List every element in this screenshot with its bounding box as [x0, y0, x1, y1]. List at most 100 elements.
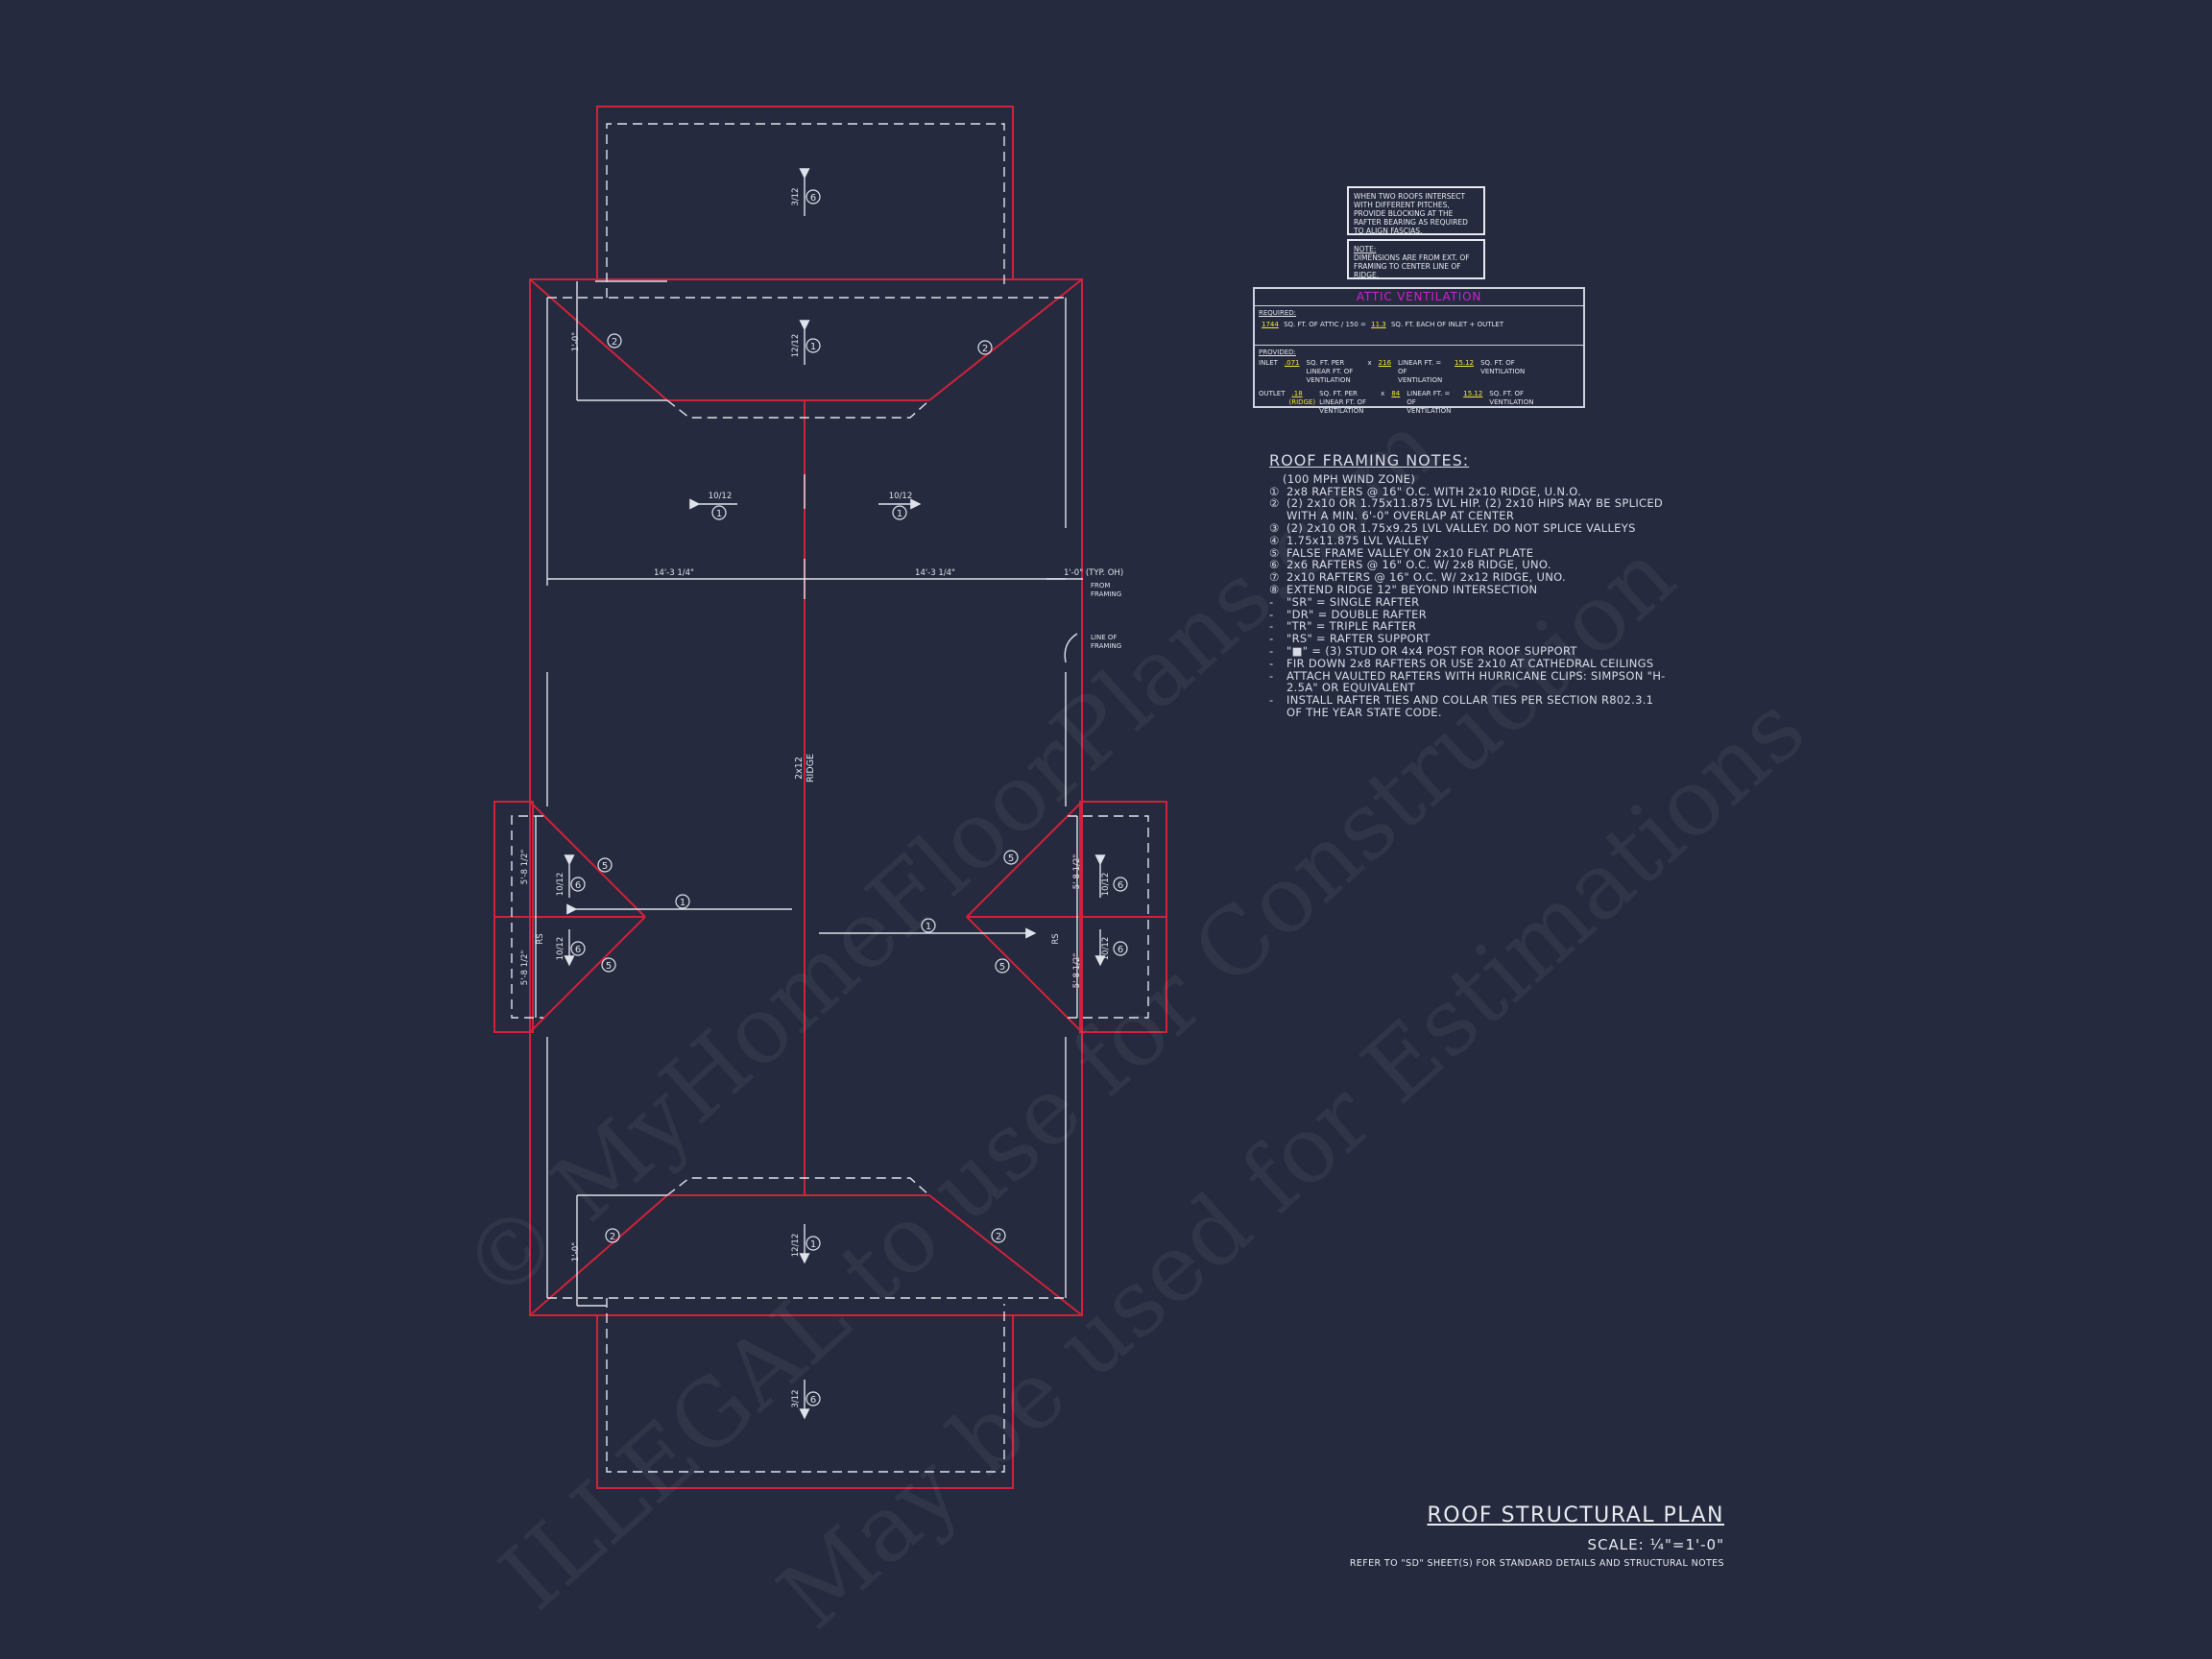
dim-wing-right-upper: 5'-8 1/2"	[1072, 854, 1082, 890]
pitch-bottom-hip: 12/12	[791, 1234, 801, 1258]
tag-6-top-porch: 6	[810, 193, 816, 204]
vent-inlet-row: INLET .071 SQ. FT. PER LINEAR FT. OF VEN…	[1259, 359, 1579, 385]
framing-note-mark: -	[1269, 656, 1274, 670]
framing-note-item: -"RS" = RAFTER SUPPORT	[1269, 633, 1672, 645]
framing-note-mark: -	[1269, 643, 1274, 658]
pitch-right-lower: 10/12	[1101, 937, 1111, 961]
tag-6-left-lower: 6	[575, 945, 581, 955]
line-of-framing-line2: FRAMING	[1091, 642, 1121, 650]
tag-2-bottom-right: 2	[996, 1232, 1001, 1242]
framing-note-text: 2x10 RAFTERS @ 16" O.C. W/ 2x12 RIDGE, U…	[1286, 570, 1566, 585]
vent-provided-label: PROVIDED:	[1259, 349, 1296, 356]
from-framing-line1: FROM	[1091, 582, 1110, 589]
outlet-value-1: .18	[1291, 390, 1303, 397]
outlet-ridge-label: (RIDGE)	[1288, 398, 1316, 406]
wind-zone-note: (100 MPH WIND ZONE)	[1283, 471, 1416, 486]
framing-note-item: -"DR" = DOUBLE RAFTER	[1269, 608, 1672, 621]
inlet-text-1: SQ. FT. PER LINEAR FT. OF VENTILATION	[1306, 359, 1354, 384]
intersect-callout: WHEN TWO ROOFS INTERSECT WITH DIFFERENT …	[1347, 186, 1485, 235]
dim-wing-left-upper: 5'-8 1/2"	[520, 850, 530, 885]
dimension-labels: 14'-3 1/4" 14'-3 1/4" 1'-0" (TYP. OH) FR…	[520, 332, 1123, 1262]
framing-note-text: (2) 2x10 OR 1.75x9.25 LVL VALLEY. DO NOT…	[1286, 520, 1636, 535]
framing-note-text: (2) 2x10 OR 1.75x11.875 LVL HIP. (2) 2x1…	[1286, 496, 1664, 523]
framing-note-text: EXTEND RIDGE 12" BEYOND INTERSECTION	[1286, 582, 1538, 596]
framing-note-item: -"SR" = SINGLE RAFTER	[1269, 594, 1672, 609]
dim-hip-top: 1'-0"	[571, 332, 581, 351]
tag-labels: 6 1 2 2 1 1 1 1 5 5 5 5 6 6 6 6 2 2 1 6	[575, 193, 1123, 1406]
framing-note-mark: -	[1269, 693, 1274, 708]
pitch-bottom-porch: 3/12	[791, 1389, 801, 1407]
tag-5-right-upper: 5	[1008, 854, 1014, 864]
roof-framing-notes: ROOF FRAMING NOTES: (100 MPH WIND ZONE) …	[1269, 453, 1672, 719]
tag-5-left-lower: 5	[606, 961, 612, 972]
rs-right: RS	[1051, 933, 1061, 944]
outlet-value-group: .18 (RIDGE)	[1289, 390, 1316, 416]
tag-6-left-upper: 6	[575, 880, 581, 891]
framing-note-mark: -	[1269, 668, 1274, 683]
ridge-label: RIDGE	[805, 754, 816, 782]
tag-6-right-upper: 6	[1118, 880, 1123, 891]
intersect-callout-text: WHEN TWO ROOFS INTERSECT WITH DIFFERENT …	[1354, 192, 1468, 235]
tag-5-left-upper: 5	[602, 861, 608, 872]
note-label: NOTE:	[1354, 245, 1377, 253]
required-vent-text: SQ. FT. EACH OF INLET + OUTLET	[1390, 321, 1504, 328]
sheet-scale: SCALE: ¼"=1'-0"	[1587, 1536, 1724, 1553]
framing-note-item: -INSTALL RAFTER TIES AND COLLAR TIES PER…	[1269, 694, 1672, 719]
dim-typ-oh: 1'-0" (TYP. OH)	[1064, 568, 1123, 578]
dim-hip-bottom: 1'-0"	[571, 1242, 581, 1262]
rs-left: RS	[536, 933, 545, 944]
note-text: DIMENSIONS ARE FROM EXT. OF FRAMING TO C…	[1354, 253, 1470, 279]
outlet-text-2: LINEAR FT. = OF VENTILATION	[1407, 390, 1452, 415]
vent-required-label: REQUIRED:	[1259, 309, 1297, 317]
framing-note-item: ⑦ 2x10 RAFTERS @ 16" O.C. W/ 2x12 RIDGE, …	[1269, 571, 1672, 584]
dimension-lines	[535, 280, 1083, 1307]
framing-note-mark: ⑦	[1269, 570, 1280, 585]
framing-note-item: ③(2) 2x10 OR 1.75x9.25 LVL VALLEY. DO NO…	[1269, 522, 1672, 535]
outlet-value-2: 84	[1391, 390, 1401, 397]
tag-1-top-hip: 1	[810, 342, 816, 352]
inlet-text-3: SQ. FT. OF VENTILATION	[1480, 359, 1526, 375]
dim-upper-left: 14'-3 1/4"	[654, 568, 694, 578]
vent-required-section: REQUIRED: 1744 SQ. FT. OF ATTIC / 150 = …	[1255, 306, 1583, 346]
framing-note-item: -FIR DOWN 2x8 RAFTERS OR USE 2x10 AT CAT…	[1269, 656, 1672, 670]
framing-note-mark: ⑧	[1269, 582, 1280, 596]
framing-note-mark: -	[1269, 619, 1274, 634]
tag-1-right-wing: 1	[926, 922, 931, 932]
tag-circles	[570, 189, 1128, 1407]
outlet-text-1: SQ. FT. PER LINEAR FT. OF VENTILATION	[1319, 390, 1366, 415]
pitch-left-lower: 10/12	[556, 937, 565, 961]
inlet-times: x	[1367, 359, 1372, 367]
attic-area-text: SQ. FT. OF ATTIC / 150 =	[1284, 321, 1366, 328]
framing-note-item: -"TR" = TRIPLE RAFTER	[1269, 620, 1672, 633]
dimensions-note-callout: NOTE: DIMENSIONS ARE FROM EXT. OF FRAMIN…	[1347, 239, 1485, 279]
framing-note-mark: ①	[1269, 484, 1280, 498]
pitch-main-right: 10/12	[889, 492, 913, 501]
attic-ventilation-table: ATTIC VENTILATION REQUIRED: 1744 SQ. FT.…	[1253, 287, 1585, 415]
dim-wing-left-lower: 5'-8 1/2"	[520, 950, 530, 986]
framing-note-item: ②(2) 2x10 OR 1.75x11.875 LVL HIP. (2) 2x…	[1269, 497, 1672, 522]
framing-note-text: ATTACH VAULTED RAFTERS WITH HURRICANE CL…	[1286, 668, 1666, 695]
tag-6-bottom-porch: 6	[810, 1395, 816, 1406]
framing-note-text: "SR" = SINGLE RAFTER	[1286, 594, 1420, 609]
tag-2-top-right: 2	[982, 344, 988, 354]
tag-2-bottom-left: 2	[610, 1232, 615, 1242]
framing-dashed-lines	[511, 123, 1149, 1473]
pitch-right-upper: 10/12	[1101, 873, 1111, 897]
inlet-value-1: .071	[1284, 359, 1300, 367]
outlet-times: x	[1381, 390, 1385, 397]
roof-outline	[493, 106, 1167, 1489]
tag-1-left-wing: 1	[680, 898, 685, 908]
tag-2-top-left: 2	[612, 337, 617, 348]
pitch-arrows	[564, 168, 1106, 1420]
from-framing-line2: FRAMING	[1091, 590, 1121, 598]
framing-note-text: FALSE FRAME VALLEY ON 2x10 FLAT PLATE	[1286, 545, 1534, 560]
tag-1-main-left: 1	[716, 509, 722, 519]
inlet-value-3: 15.12	[1455, 359, 1475, 367]
outlet-text-3: SQ. FT. OF VENTILATION	[1489, 390, 1534, 406]
line-of-framing-line1: LINE OF	[1091, 634, 1117, 641]
